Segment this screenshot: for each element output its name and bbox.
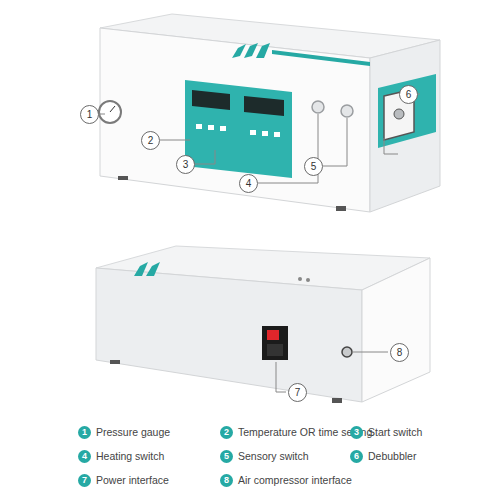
key-number: 8 — [220, 474, 233, 487]
callout-number: 8 — [390, 343, 409, 362]
key-text: Start switch — [368, 426, 422, 439]
callout-number: 2 — [141, 131, 160, 150]
key-text: Air compressor interface — [238, 474, 352, 487]
callout-number: 5 — [304, 157, 323, 176]
key-text: Heating switch — [96, 450, 164, 463]
key-text: Power interface — [96, 474, 169, 487]
callout-number: 6 — [399, 85, 418, 104]
key-text: Debubbler — [368, 450, 416, 463]
callout-number: 7 — [288, 383, 307, 402]
key-number: 4 — [78, 450, 91, 463]
callout-number: 4 — [239, 174, 258, 193]
key-text: Sensory switch — [238, 450, 309, 463]
callout-number: 3 — [176, 155, 195, 174]
key-number: 3 — [350, 426, 363, 439]
key-number: 5 — [220, 450, 233, 463]
key-text: Pressure gauge — [96, 426, 170, 439]
key-number: 6 — [350, 450, 363, 463]
key-number: 2 — [220, 426, 233, 439]
callout-number: 1 — [80, 105, 99, 124]
key-number: 7 — [78, 474, 91, 487]
key-number: 1 — [78, 426, 91, 439]
